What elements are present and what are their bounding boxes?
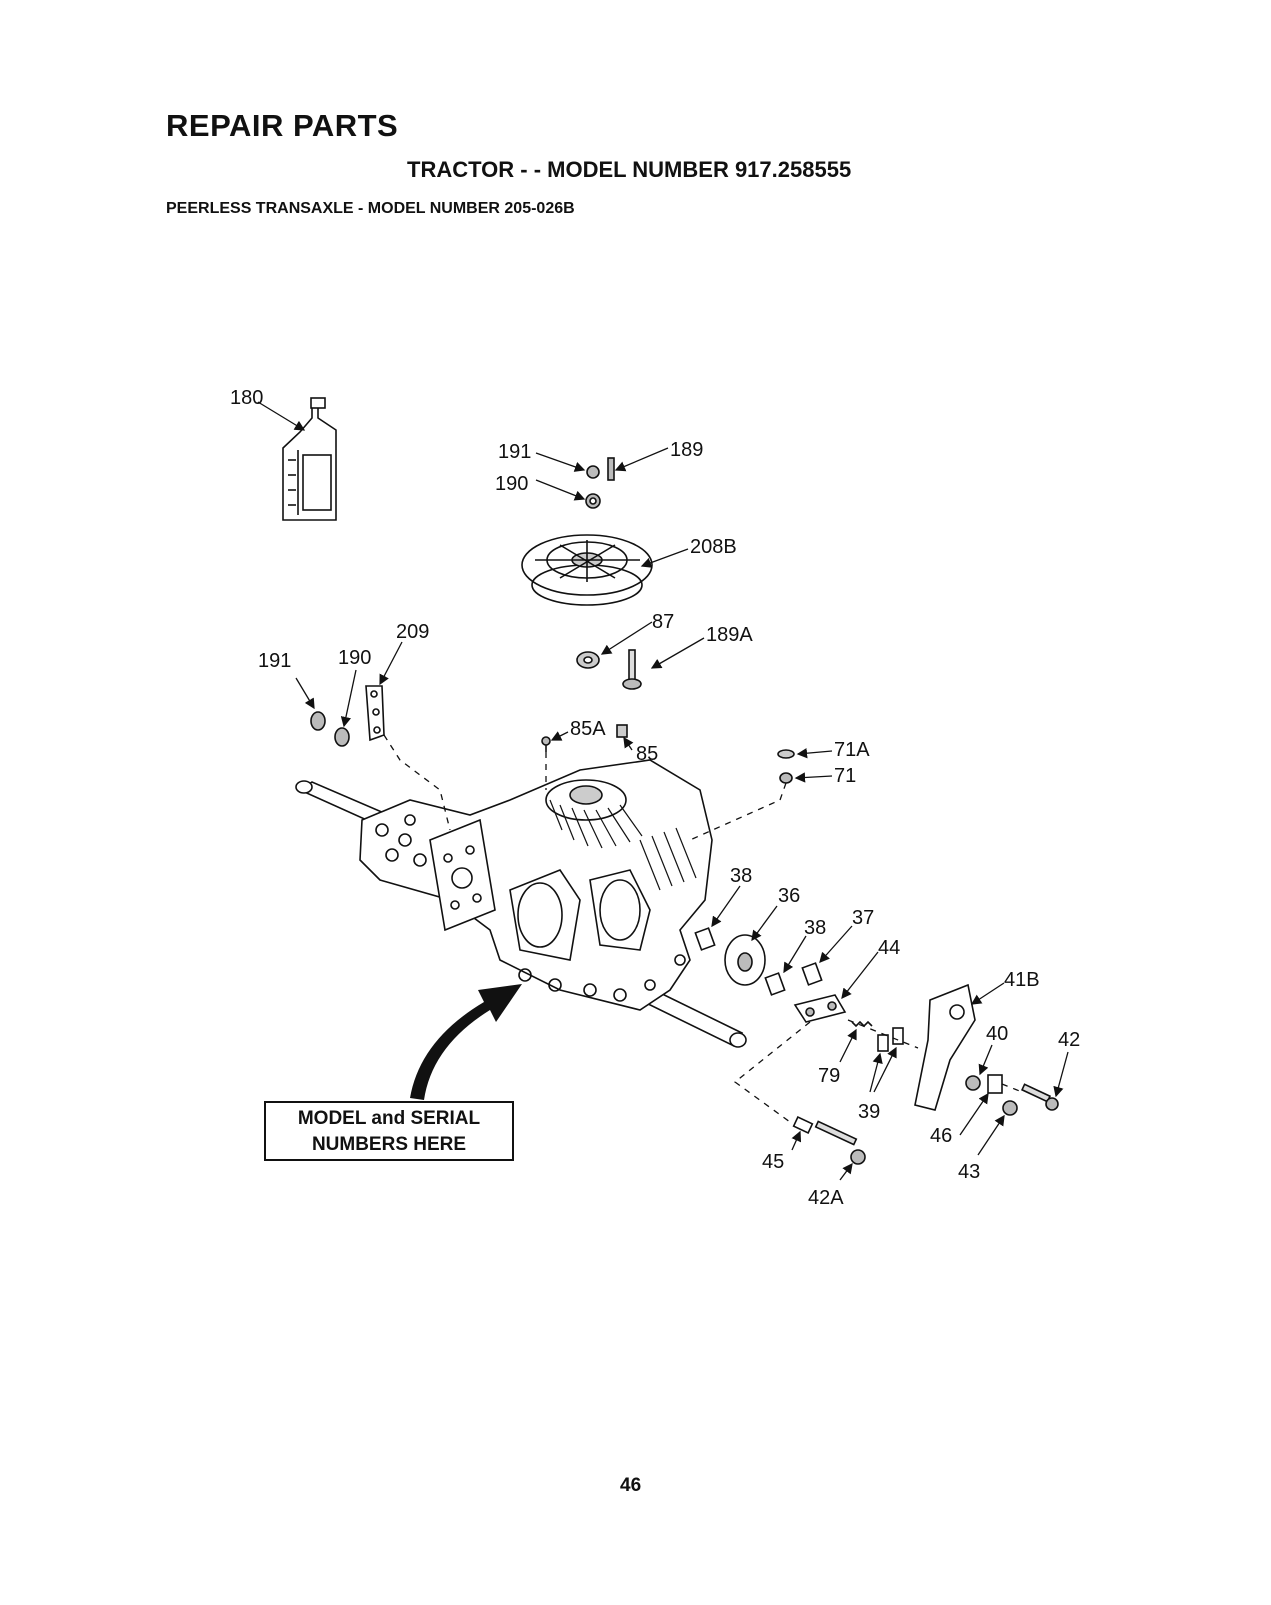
part-label-180: 180 (230, 387, 263, 409)
part-label-190-top: 190 (495, 473, 528, 495)
part-label-45: 45 (762, 1151, 784, 1173)
pulley-part (522, 535, 652, 605)
part-label-40: 40 (986, 1023, 1008, 1045)
part-label-71: 71 (834, 765, 856, 787)
part-label-79: 79 (818, 1065, 840, 1087)
part-label-39: 39 (858, 1101, 880, 1123)
oil-bottle-part (283, 398, 336, 520)
callout-line-1: MODEL and SERIAL (266, 1106, 512, 1132)
control-arm-parts (695, 928, 1058, 1164)
part-label-42a: 42A (808, 1187, 844, 1209)
part-label-85a: 85A (570, 718, 606, 740)
top-nut-bolt-washer (586, 458, 614, 508)
part-label-43: 43 (958, 1161, 980, 1183)
part-label-208b: 208B (690, 536, 737, 558)
part-label-87: 87 (652, 611, 674, 633)
link-bracket-part (311, 686, 384, 746)
part-label-190-left: 190 (338, 647, 371, 669)
part-label-46: 46 (930, 1125, 952, 1147)
part-label-36: 36 (778, 885, 800, 907)
part-label-37: 37 (852, 907, 874, 929)
part-label-191-left: 191 (258, 650, 291, 672)
part-label-38-upper: 38 (730, 865, 752, 887)
part-label-71a: 71A (834, 739, 870, 761)
part-label-44: 44 (878, 937, 900, 959)
part-label-209: 209 (396, 621, 429, 643)
page-number: 46 (620, 1475, 641, 1497)
transaxle-housing (296, 760, 746, 1047)
washer-bolt-part (577, 650, 641, 689)
part-label-189: 189 (670, 439, 703, 461)
model-serial-callout: MODEL and SERIAL NUMBERS HERE (264, 1101, 514, 1161)
part-label-42: 42 (1058, 1029, 1080, 1051)
part-label-189a: 189A (706, 624, 753, 646)
part-label-38-lower: 38 (804, 917, 826, 939)
part-label-191-top: 191 (498, 441, 531, 463)
model-serial-arrow (410, 984, 522, 1100)
part-label-85: 85 (636, 743, 658, 765)
part-label-41b: 41B (1004, 969, 1040, 991)
callout-line-2: NUMBERS HERE (266, 1132, 512, 1158)
